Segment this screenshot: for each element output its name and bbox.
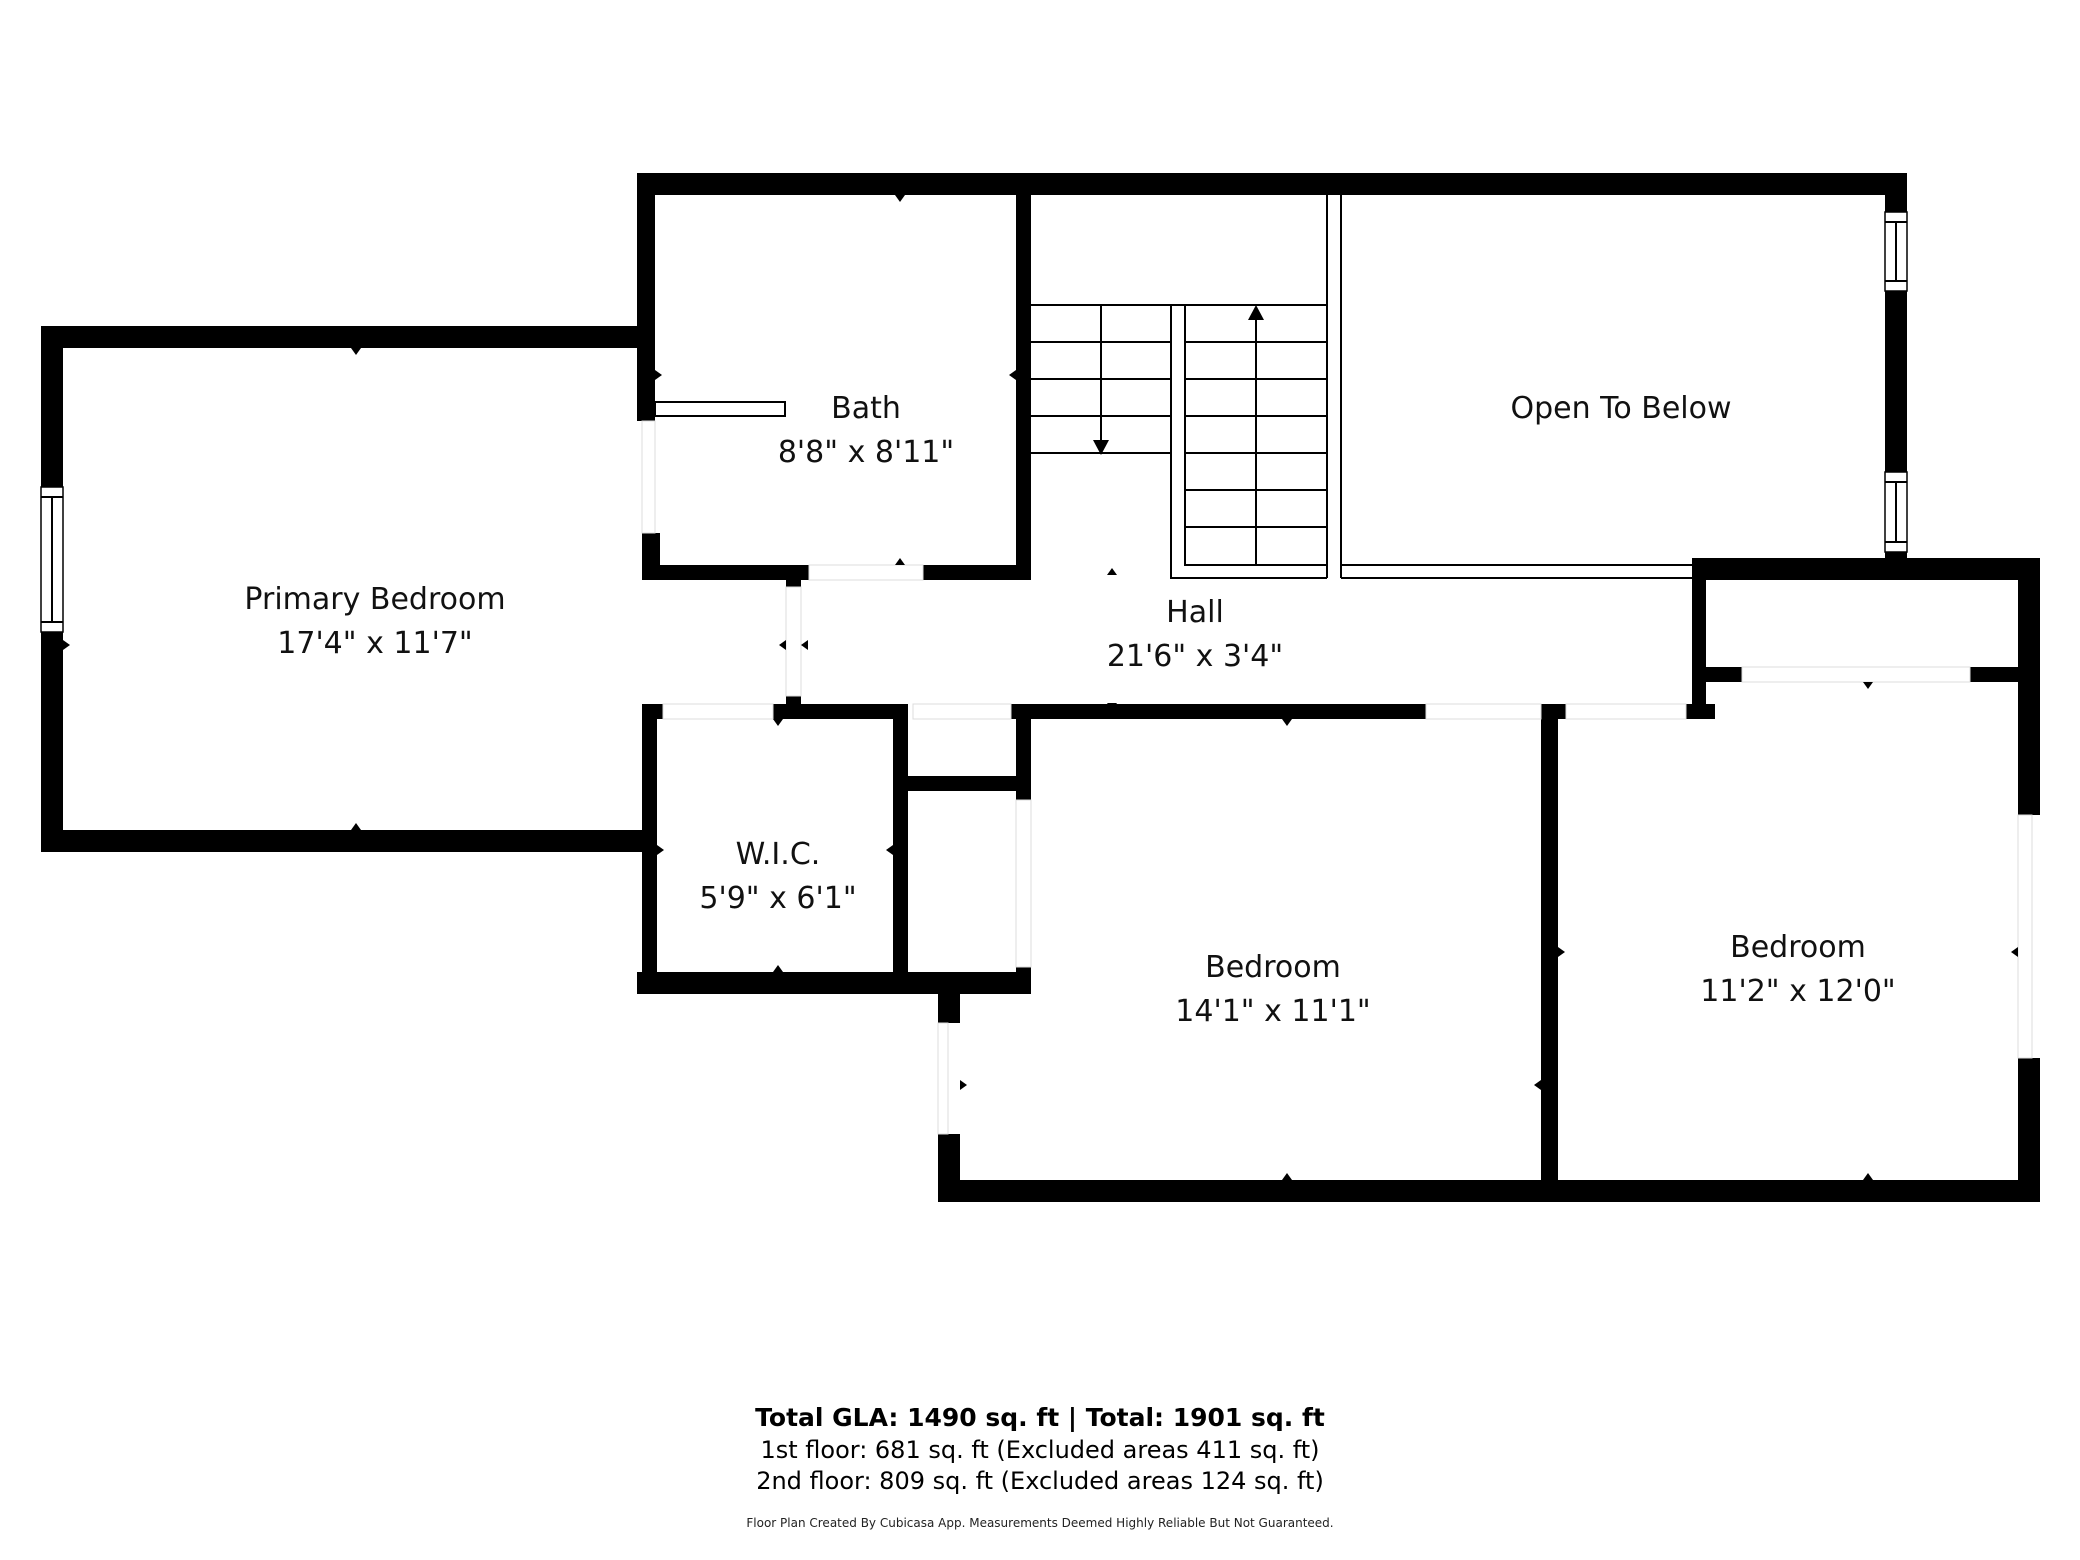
room-label-wic: W.I.C. 5'9" x 6'1" [699, 833, 856, 921]
credit-disclaimer: Floor Plan Created By Cubicasa App. Meas… [746, 1516, 1334, 1530]
window-primary-west [40, 486, 64, 633]
window-open-east-2 [1884, 471, 1908, 553]
dimension-markers [63, 195, 2018, 1180]
room-name: Hall [1166, 595, 1224, 630]
staircase [1031, 195, 1700, 579]
room-name: Bath [831, 391, 901, 426]
floor-1-area: 1st floor: 681 sq. ft (Excluded areas 41… [760, 1436, 1320, 1464]
room-label-hall: Hall 21'6" x 3'4" [1107, 591, 1283, 679]
windows [40, 211, 1908, 633]
room-name: W.I.C. [735, 837, 821, 872]
room-name: Primary Bedroom [244, 582, 506, 617]
window-open-east-1 [1884, 211, 1908, 292]
room-label-primary-bedroom: Primary Bedroom 17'4" x 11'7" [244, 578, 505, 666]
room-name: Open To Below [1510, 391, 1732, 426]
room-dimensions: 17'4" x 11'7" [277, 626, 473, 661]
floor-2-area: 2nd floor: 809 sq. ft (Excluded areas 12… [756, 1467, 1324, 1495]
room-dimensions: 21'6" x 3'4" [1106, 639, 1284, 674]
room-name: Bedroom [1730, 930, 1866, 965]
room-label-bath: Bath 8'8" x 8'11" [778, 387, 954, 475]
room-dimensions: 11'2" x 12'0" [1700, 974, 1896, 1009]
room-dimensions: 5'9" x 6'1" [699, 881, 857, 916]
room-label-open-to-below: Open To Below [1510, 387, 1731, 431]
bath-shelf [654, 401, 786, 417]
door-openings [641, 420, 2033, 1135]
room-name: Bedroom [1205, 950, 1341, 985]
room-dimensions: 14'1" x 11'1" [1175, 994, 1371, 1029]
walls [41, 173, 2040, 1202]
total-area: Total GLA: 1490 sq. ft | Total: 1901 sq.… [755, 1403, 1325, 1432]
room-label-bedroom-1: Bedroom 14'1" x 11'1" [1175, 946, 1370, 1034]
room-dimensions: 8'8" x 8'11" [777, 435, 955, 470]
room-label-bedroom-2: Bedroom 11'2" x 12'0" [1700, 926, 1895, 1014]
